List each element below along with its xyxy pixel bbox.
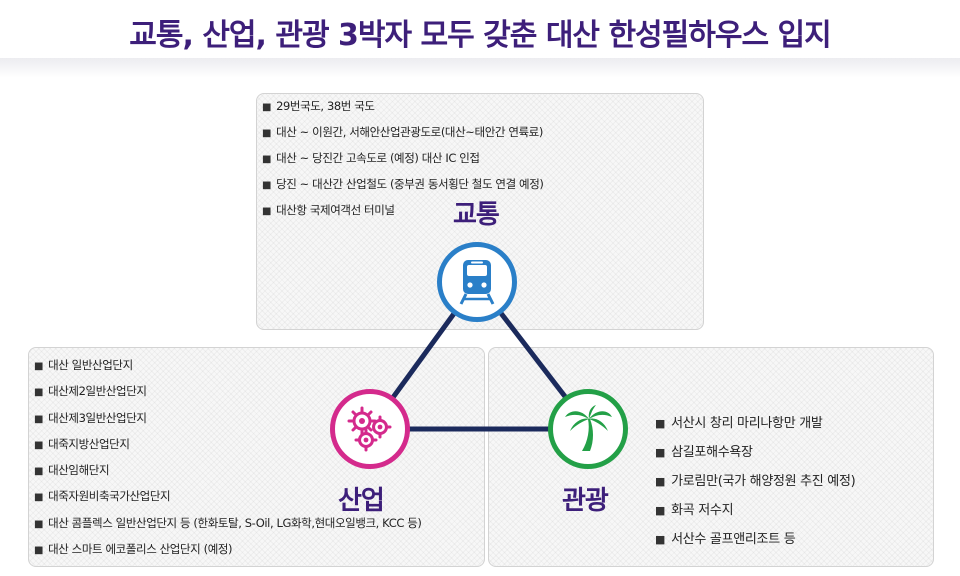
transport-item: 대산 ~ 이원간, 서해안산업관광도로(대산~태안간 연륙료) (262, 124, 543, 150)
tourism-item: 서산시 창리 마리나항만 개발 (655, 412, 855, 441)
transport-item: 당진 ~ 대산간 산업철도 (중부권 동서횡단 철도 연결 예정) (262, 176, 544, 202)
train-icon (459, 260, 495, 305)
tourism-list: 서산시 창리 마리나항만 개발 삼길포해수욕장 가로림만(국가 해양정원 추진 … (655, 412, 856, 557)
industry-item: 대산 스마트 에코폴리스 산업단지 (예정) (34, 541, 421, 567)
palm-tree-icon (565, 405, 612, 451)
industry-label: 산업 (338, 486, 385, 516)
gears-icon (347, 406, 392, 452)
industry-badge (330, 389, 410, 469)
industry-item: 대산제3일반산업단지 (34, 410, 421, 436)
transport-item: 대산항 국제여객선 터미널 (262, 202, 543, 228)
tourism-item: 서산수 골프앤리조트 등 (655, 528, 855, 557)
tourism-item: 가로림만(국가 해양정원 추진 예정) (655, 470, 856, 499)
tourism-label: 관광 (562, 486, 609, 516)
industry-item: 대죽지방산업단지 (34, 436, 421, 462)
title-underline-shadow (0, 58, 960, 78)
tourism-item: 삼길포해수욕장 (655, 441, 855, 470)
industry-item: 대산 일반산업단지 (34, 357, 421, 383)
tourism-item: 화곡 저수지 (655, 499, 855, 528)
tourism-badge (548, 389, 628, 469)
transport-badge (437, 242, 517, 322)
industry-list: 대산 일반산업단지 대산제2일반산업단지 대산제3일반산업단지 대죽지방산업단지… (34, 357, 422, 567)
transport-label: 교통 (453, 200, 500, 230)
transport-list: 29번국도, 38번 국도 대산 ~ 이원간, 서해안산업관광도로(대산~태안간… (262, 98, 544, 228)
industry-item: 대산임해단지 (34, 462, 421, 488)
page-title: 교통, 산업, 관광 3박자 모두 갖춘 대산 한성필하우스 입지 (129, 18, 831, 53)
industry-item: 대죽자원비축국가산업단지 (34, 488, 421, 514)
industry-item: 대산제2일반산업단지 (34, 383, 421, 409)
transport-item: 대산 ~ 당진간 고속도로 (예정) 대산 IC 인접 (262, 150, 543, 176)
industry-item: 대산 콤플렉스 일반산업단지 등 (한화토탈, S-Oil, LG화학,현대오일… (34, 515, 422, 541)
transport-item: 29번국도, 38번 국도 (262, 98, 543, 124)
